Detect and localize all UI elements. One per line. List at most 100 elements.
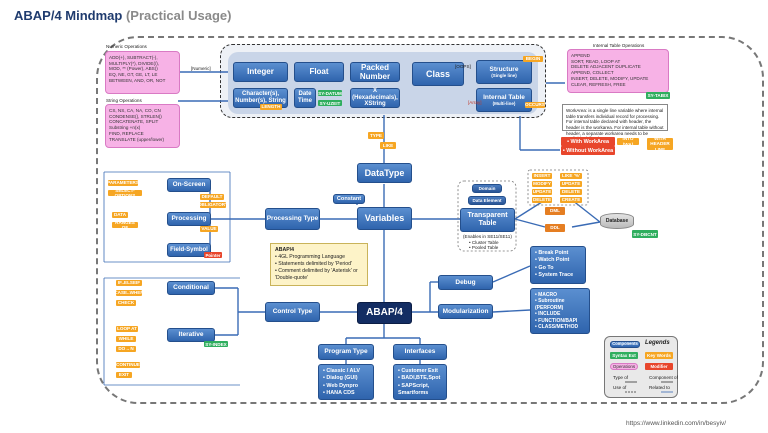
tag-if-elseif: IF..ELSEIF xyxy=(116,280,142,286)
tag-exit: EXIT xyxy=(116,372,132,378)
datatype-node: DataType xyxy=(357,163,412,183)
abap-info-title: ABAP/4 xyxy=(275,247,295,253)
numeric-ops-box: ADD(+), SUBTRACT(-), MULTIPLY(*), DIVIDE… xyxy=(105,51,180,94)
tag-default: DEFAULT xyxy=(200,194,224,200)
database-icon: Database xyxy=(600,213,634,229)
tag-sy-tabix: SY-TABIX xyxy=(646,92,670,99)
itab-op-line: SORT, READ, LOOP AT xyxy=(571,58,621,64)
interfaces-item: • BADI,BTE,Spot xyxy=(398,375,441,382)
dml-tag: INSERT xyxy=(532,173,552,179)
dml-tag: DELETE xyxy=(532,197,552,203)
string-ops-title: String Operations xyxy=(106,98,142,103)
debug-item: • Go To xyxy=(535,264,554,271)
legend-title: Legends xyxy=(645,340,670,346)
domain-node: Domain xyxy=(472,184,502,193)
string-op-line: FIND, REPLACE xyxy=(109,130,144,136)
modularization-item: (PERFORM) xyxy=(535,304,564,311)
numeric-label: [Numeric] xyxy=(191,66,211,71)
float-node: Float xyxy=(294,62,344,82)
debug-item: • Watch Point xyxy=(535,257,570,264)
tag-loop-at: LOOP AT xyxy=(116,326,138,332)
without-workarea: • Without WorkArea xyxy=(561,146,615,155)
interfaces-list: • Customer Exit • BADI,BTE,Spot • SAPScr… xyxy=(393,364,447,400)
tag-with-header-line: WITH HEADER LINE xyxy=(647,136,673,152)
numeric-op-line: EQ, NE, GT, GE, LT, LE xyxy=(109,72,158,78)
program-type-list: • Classic / ALV • Dialog (GUI) • Web Dyn… xyxy=(318,364,374,400)
processing-node: Processing xyxy=(167,212,211,226)
string-op-line: CONCATENATE, SPLIT xyxy=(109,119,159,125)
title-main: ABAP/4 Mindmap xyxy=(14,8,123,23)
modularization-item: • CLASS/METHOD xyxy=(535,323,579,330)
tag-while: WHILE xyxy=(116,336,136,342)
numeric-op-line: MOD, ** (Power), ABS() xyxy=(109,66,158,72)
hex-node: X (Hexadecimals), XString xyxy=(350,88,400,108)
tag-type: TYPE xyxy=(368,132,384,139)
debug-item: • System Trace xyxy=(535,271,574,278)
modularization-item: • INCLUDE xyxy=(535,311,561,318)
legend-component-of: Component of xyxy=(649,375,678,380)
itab-op-line: APPEND xyxy=(571,53,590,58)
legend-related-to: Related to xyxy=(649,385,670,390)
structure-node: Structure (Single line) xyxy=(476,60,532,84)
footer-url[interactable]: https://www.linkedin.com/in/besyiv/ xyxy=(626,420,727,427)
workarea-note: WorkArea: is a single line variable wher… xyxy=(562,104,668,141)
tag-ranges-of: RANGES OF xyxy=(112,220,138,230)
program-type-item: • Classic / ALV xyxy=(323,368,360,374)
abap-info-line: • 4GL Programming Language xyxy=(275,254,345,261)
itab-op-line: CLEAR, REFRESH, FREE xyxy=(571,81,626,87)
cluster-table: • Cluster Table xyxy=(469,240,499,245)
itab-sub: (Multi-line) xyxy=(492,101,516,107)
legend-components: Components xyxy=(610,341,640,348)
debug-item: • Break Point xyxy=(535,250,569,256)
interfaces-node: Interfaces xyxy=(393,344,447,360)
legend-modifier: Modifier xyxy=(645,363,673,370)
tag-into-wa: INTO (WA) xyxy=(617,136,639,147)
processing-type-node: Processing Type xyxy=(265,208,320,230)
dml-tag: MODIFY xyxy=(532,181,552,187)
interfaces-item: • Customer Exit xyxy=(398,368,438,374)
iterative-node: Iterative xyxy=(167,328,215,342)
itab-ops-title: Internal Table Operations xyxy=(593,43,645,48)
packed-number-node: Packed Number xyxy=(350,62,400,82)
numeric-ops-title: Numeric Operations xyxy=(106,44,147,49)
database-label: Database xyxy=(605,218,629,224)
mindmap-frame xyxy=(96,36,764,404)
string-op-line: Substring +n(x) xyxy=(109,125,141,131)
legend-type-of: Type of xyxy=(613,375,629,380)
dml-node: DML xyxy=(545,207,565,215)
tag-length: LENGTH xyxy=(260,104,282,110)
array-label: [Array] xyxy=(468,100,482,105)
numeric-op-line: BETWEEN, AND, OR, NOT xyxy=(109,77,166,83)
class-node: Class xyxy=(412,62,464,86)
date-time-node: Date Time xyxy=(294,88,316,108)
program-type-node: Program Type xyxy=(318,344,374,360)
string-ops-box: CS, NS, CA, NA, CO, CN CONDENSE(), STRLE… xyxy=(105,104,180,148)
oops-label: [OOPS] xyxy=(455,64,471,69)
interfaces-item: • SAPScript, xyxy=(398,382,430,389)
tag-data: DATA xyxy=(112,212,128,218)
interfaces-item: Smartforms xyxy=(398,389,429,396)
page-title: ABAP/4 Mindmap (Practical Usage) xyxy=(14,8,231,23)
tag-case-when: CASE..WHEN xyxy=(114,290,144,296)
ddl-node: DDL xyxy=(545,224,565,232)
tag-continue: CONTINUE xyxy=(116,362,140,368)
tag-pointer: Pointer xyxy=(204,252,222,258)
abap-core-node: ABAP/4 xyxy=(357,302,412,324)
legend-panel: Legends Components Syntax Ext Key Words … xyxy=(604,336,678,398)
abap-info-line: • Comment delimited by 'Asterisk' or 'Do… xyxy=(275,268,358,282)
numeric-op-line: MULTIPLY(*), DIVIDE(/), xyxy=(109,60,160,66)
itab-ops-box: APPEND SORT, READ, LOOP AT DELETE ADJACE… xyxy=(567,49,669,93)
dml-tag: UPDATE xyxy=(560,181,582,187)
on-screen-node: On-Screen xyxy=(167,178,211,192)
debug-list: • Break Point • Watch Point • Go To • Sy… xyxy=(530,246,586,284)
tag-begin: BEGIN xyxy=(523,56,543,62)
modularization-item: • Subroutine xyxy=(535,298,565,305)
legend-key-words: Key Words xyxy=(645,352,673,359)
tag-obligatory: OBLIGATORY xyxy=(197,202,229,208)
itab-label: Internal Table xyxy=(483,93,525,101)
conditional-node: Conditional xyxy=(167,281,215,295)
string-op-line: CS, NS, CA, NA, CO, CN xyxy=(109,108,161,113)
control-type-node: Control Type xyxy=(265,302,320,322)
tag-parameters: PARAMETERS xyxy=(107,180,139,186)
program-type-item: • HANA CDS xyxy=(323,389,355,396)
